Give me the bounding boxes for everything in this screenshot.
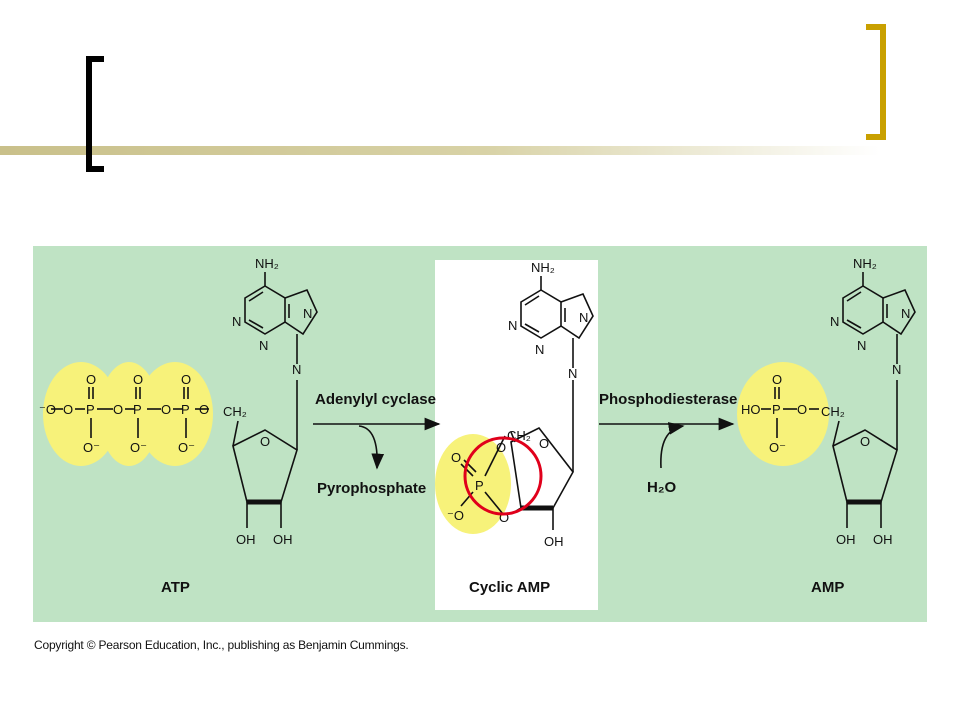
svg-text:O: O <box>63 402 73 417</box>
svg-text:O: O <box>181 372 191 387</box>
svg-text:HO: HO <box>741 402 761 417</box>
pyrophosphate-label: Pyrophosphate <box>317 480 426 497</box>
svg-text:OH: OH <box>873 532 893 547</box>
svg-text:NH₂: NH₂ <box>255 256 279 271</box>
svg-text:N: N <box>292 362 301 377</box>
water-label: H₂O <box>647 479 676 496</box>
atp-phosphate-highlight <box>43 362 213 466</box>
amp-molecule <box>761 272 916 528</box>
svg-text:OH: OH <box>273 532 293 547</box>
svg-text:N: N <box>508 318 517 333</box>
svg-text:O: O <box>860 434 870 449</box>
svg-text:NH₂: NH₂ <box>531 260 555 275</box>
svg-text:N: N <box>579 310 588 325</box>
copyright-notice: Copyright © Pearson Education, Inc., pub… <box>34 638 409 652</box>
phosphodiesterase-label: Phosphodiesterase <box>599 391 737 408</box>
svg-text:NH₂: NH₂ <box>853 256 877 271</box>
svg-text:O: O <box>199 402 209 417</box>
svg-text:O: O <box>260 434 270 449</box>
svg-text:O⁻: O⁻ <box>83 440 100 455</box>
svg-text:O: O <box>113 402 123 417</box>
svg-text:N: N <box>232 314 241 329</box>
svg-text:N: N <box>857 338 866 353</box>
svg-text:N: N <box>535 342 544 357</box>
phosphodiesterase-arrow <box>599 417 735 469</box>
right-bracket-decoration <box>866 24 886 140</box>
svg-text:O: O <box>772 372 782 387</box>
svg-text:O: O <box>451 450 461 465</box>
svg-text:⁻O: ⁻O <box>39 402 56 417</box>
amp-phosphate-highlight <box>737 362 829 466</box>
svg-text:P: P <box>86 402 95 417</box>
svg-text:N: N <box>901 306 910 321</box>
amp-label: AMP <box>811 579 844 596</box>
amp-atoms: NH₂ N N N N HO P O O⁻ O CH₂ O OH OH <box>741 256 910 547</box>
svg-text:N: N <box>259 338 268 353</box>
svg-text:O: O <box>161 402 171 417</box>
svg-text:CH₂: CH₂ <box>223 404 247 419</box>
cyclic-amp-label: Cyclic AMP <box>469 579 550 596</box>
highlight-circle <box>463 436 543 516</box>
svg-text:OH: OH <box>836 532 856 547</box>
svg-text:O: O <box>539 436 549 451</box>
svg-text:OH: OH <box>236 532 256 547</box>
camp-reaction-diagram: NH₂ N N N N ⁻O O P O O⁻ O P O O⁻ O P O O… <box>33 246 927 622</box>
svg-text:OH: OH <box>544 534 564 549</box>
svg-text:P: P <box>772 402 781 417</box>
svg-text:P: P <box>181 402 190 417</box>
svg-text:N: N <box>568 366 577 381</box>
left-bracket-decoration <box>86 56 104 172</box>
adenylyl-cyclase-label: Adenylyl cyclase <box>315 391 436 408</box>
svg-text:P: P <box>133 402 142 417</box>
svg-text:N: N <box>303 306 312 321</box>
camp-phosphate-highlight <box>435 434 511 534</box>
svg-text:⁻O: ⁻O <box>447 508 464 523</box>
svg-text:O: O <box>86 372 96 387</box>
camp-box <box>435 260 598 610</box>
svg-text:N: N <box>892 362 901 377</box>
svg-text:CH₂: CH₂ <box>821 404 845 419</box>
svg-text:P: P <box>475 478 484 493</box>
atp-atoms: NH₂ N N N N ⁻O O P O O⁻ O P O O⁻ O P O O… <box>39 256 312 547</box>
svg-text:O: O <box>496 440 506 455</box>
svg-text:O: O <box>133 372 143 387</box>
svg-text:N: N <box>830 314 839 329</box>
atp-molecule <box>43 272 318 528</box>
decorative-rule <box>0 146 880 155</box>
svg-text:O: O <box>797 402 807 417</box>
svg-text:O⁻: O⁻ <box>130 440 147 455</box>
svg-text:O⁻: O⁻ <box>178 440 195 455</box>
svg-text:O: O <box>499 510 509 525</box>
atp-label: ATP <box>161 579 190 596</box>
cyclase-arrow <box>313 417 441 470</box>
svg-text:O⁻: O⁻ <box>769 440 786 455</box>
